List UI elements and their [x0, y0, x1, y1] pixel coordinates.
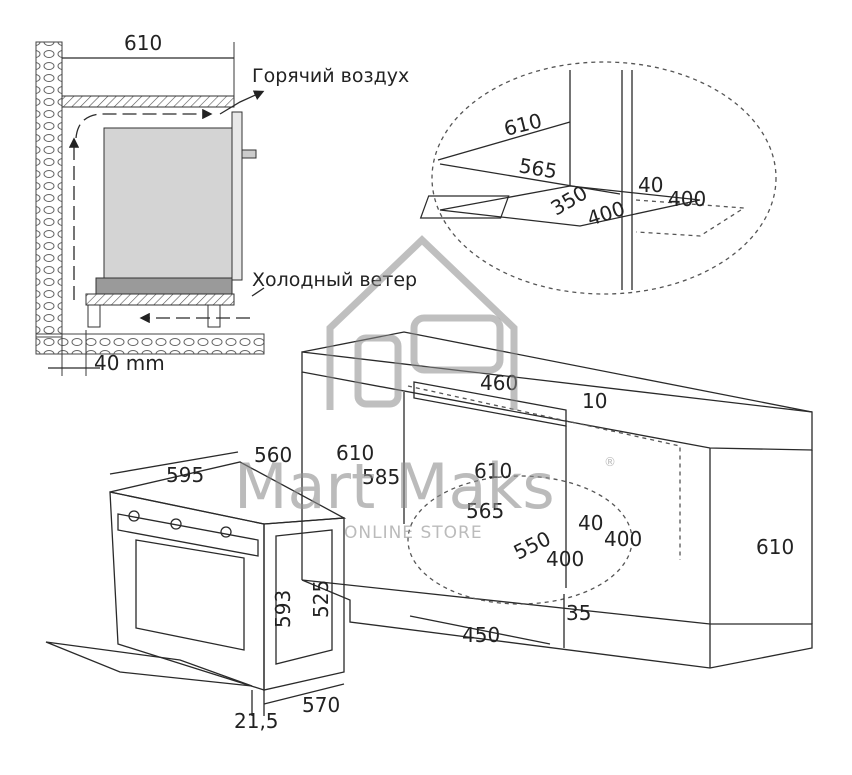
- detail-ellipse: [431, 61, 777, 295]
- oven-door-open: [45, 641, 253, 687]
- oven-dim-560: 560: [254, 443, 292, 467]
- oven-dim-21-5: 21,5: [234, 709, 279, 733]
- cab-dim-10: 10: [582, 389, 607, 413]
- oven-side: [263, 517, 345, 691]
- airflow-section-diagram: 610 40 mm Горячий воздух Холодный ветер: [35, 31, 417, 376]
- watermark-phone-icon: [354, 334, 402, 408]
- watermark: Mart Maks ® ONLINE STORE: [234, 235, 616, 543]
- side-panel: [275, 529, 333, 665]
- cab-dim-610-right: 610: [756, 535, 794, 559]
- detail-inset: 610 565 40 400 350 400: [419, 61, 777, 295]
- oven-dim-595: 595: [166, 463, 204, 487]
- oven-front-panel: [231, 111, 243, 281]
- knob-2: [170, 518, 182, 530]
- cab-dim-35: 35: [566, 601, 591, 625]
- cab-dim-400b: 400: [546, 547, 584, 571]
- cab-dim-565: 565: [466, 499, 504, 523]
- oven-dim-593: 593: [271, 590, 295, 628]
- top-shelf: [61, 95, 235, 108]
- dim-40mm: 40 mm: [94, 351, 165, 375]
- oven-base-block: [95, 277, 233, 295]
- watermark-subtitle: ONLINE STORE: [344, 523, 483, 543]
- cold-air-leader: [251, 287, 265, 297]
- watermark-house-icon: [326, 235, 518, 410]
- hot-air-arrow: [219, 90, 265, 115]
- knob-3: [220, 526, 232, 538]
- cab-dim-400a: 400: [604, 527, 642, 551]
- oven-dim-525: 525: [309, 580, 333, 618]
- inset-dim-565: 565: [517, 153, 559, 183]
- airflow-top-arrow: [75, 108, 213, 139]
- foot-left: [87, 304, 101, 328]
- hot-air-label: Горячий воздух: [252, 65, 409, 87]
- inset-dim-610: 610: [501, 108, 544, 141]
- inset-dim-400a: 400: [668, 187, 706, 211]
- cabinet-diagram: 460 10 610 585 610 565 40 400 550 400 61…: [301, 331, 813, 669]
- oven-cavity: [135, 539, 245, 651]
- cab-dim-40: 40: [578, 511, 603, 535]
- watermark-registered: ®: [604, 455, 616, 469]
- oven-side-body: [103, 127, 233, 279]
- oven-dim-570: 570: [302, 693, 340, 717]
- cab-dim-610-inner: 610: [474, 459, 512, 483]
- dim-610-side: 610: [124, 31, 162, 55]
- watermark-card-icon: [410, 314, 504, 374]
- bottom-shelf: [85, 293, 235, 306]
- watermark-brand: Mart Maks: [234, 450, 555, 523]
- stone-wall: [35, 41, 63, 338]
- cabinet-ellipse: [407, 475, 633, 605]
- stone-floor: [35, 333, 265, 355]
- cab-dim-610-left: 610: [336, 441, 374, 465]
- oven-drawing: 595 560 593 525 21,5 570: [45, 443, 347, 733]
- inset-dim-350: 350: [547, 180, 592, 220]
- knob-1: [128, 510, 140, 522]
- cab-dim-450: 450: [462, 623, 500, 647]
- control-panel: [117, 513, 259, 557]
- oven-knob: [241, 149, 257, 159]
- inset-dim-40: 40: [638, 173, 663, 197]
- foot-right: [207, 304, 221, 328]
- cab-dim-585: 585: [362, 465, 400, 489]
